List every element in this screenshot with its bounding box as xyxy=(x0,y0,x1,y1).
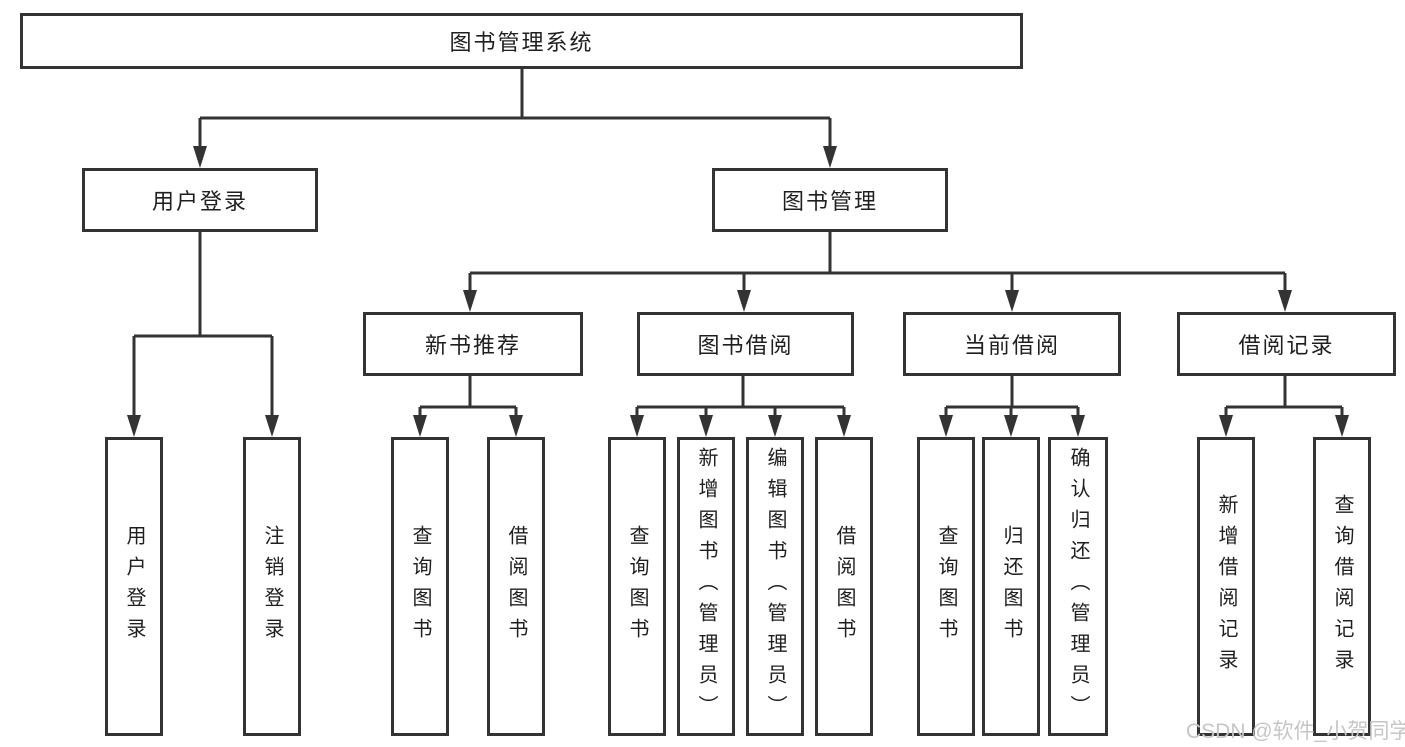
node-user-login: 用户登录 xyxy=(82,168,318,232)
leaf-return-books: 归还图书 xyxy=(982,437,1040,736)
leaf-query-books-current: 查询图书 xyxy=(917,437,975,736)
leaf-label: 编辑图书（管理员） xyxy=(764,447,786,726)
arrowhead xyxy=(1278,290,1292,312)
csdn-watermark: CSDN @软件_小贺同学 xyxy=(1186,720,1405,743)
arrowhead xyxy=(823,146,837,168)
leaf-label: 借阅图书 xyxy=(833,524,855,649)
node-label: 借阅记录 xyxy=(1238,333,1335,358)
node-library-management-system: 图书管理系统 xyxy=(20,13,1023,69)
arrowhead xyxy=(413,415,427,437)
leaf-label: 归还图书 xyxy=(1000,524,1022,649)
node-label: 新书推荐 xyxy=(424,333,521,358)
leaf-confirm-return-admin: 确认归还（管理员） xyxy=(1048,437,1108,736)
connector-root xyxy=(193,69,837,168)
connector-book-management xyxy=(463,232,1292,312)
leaf-label: 查询图书 xyxy=(935,524,957,649)
leaf-borrow-books-recommend: 借阅图书 xyxy=(487,437,545,736)
leaf-label: 新增图书（管理员） xyxy=(695,447,717,726)
arrowhead xyxy=(837,415,851,437)
arrowhead xyxy=(939,415,953,437)
node-book-management: 图书管理 xyxy=(712,168,948,232)
node-label: 当前借阅 xyxy=(963,333,1060,358)
leaf-label: 查询借阅记录 xyxy=(1331,493,1353,680)
connector-book-borrow xyxy=(630,376,851,437)
leaf-user-login: 用户登录 xyxy=(105,437,163,736)
arrowhead xyxy=(630,415,644,437)
connector-current-borrow xyxy=(939,376,1085,437)
leaf-add-books-admin: 新增图书（管理员） xyxy=(677,437,735,736)
arrowhead xyxy=(265,415,279,437)
connector-new-book-recommend xyxy=(413,376,523,437)
leaf-label: 借阅图书 xyxy=(505,524,527,649)
node-current-borrow: 当前借阅 xyxy=(903,312,1121,376)
connector-borrow-records xyxy=(1219,376,1349,437)
arrowhead xyxy=(768,415,782,437)
arrowhead xyxy=(699,415,713,437)
leaf-label: 查询图书 xyxy=(409,524,431,649)
leaf-borrow-books: 借阅图书 xyxy=(815,437,873,736)
node-label: 用户登录 xyxy=(151,189,248,214)
node-borrow-records: 借阅记录 xyxy=(1177,312,1396,376)
arrowhead xyxy=(509,415,523,437)
leaf-query-borrow-record: 查询借阅记录 xyxy=(1313,437,1371,736)
arrowhead xyxy=(1004,415,1018,437)
leaf-label: 确认归还（管理员） xyxy=(1067,447,1089,726)
arrowhead xyxy=(127,415,141,437)
connector-user-login xyxy=(127,232,279,437)
arrowhead xyxy=(1071,415,1085,437)
leaf-edit-books-admin: 编辑图书（管理员） xyxy=(746,437,804,736)
leaf-label: 用户登录 xyxy=(123,524,145,649)
node-label: 图书管理 xyxy=(781,189,878,214)
node-new-book-recommend: 新书推荐 xyxy=(363,312,583,376)
arrowhead xyxy=(1005,290,1019,312)
arrowhead xyxy=(737,290,751,312)
arrowhead xyxy=(1335,415,1349,437)
leaf-query-books-recommend: 查询图书 xyxy=(391,437,449,736)
arrowhead xyxy=(1219,415,1233,437)
arrowhead xyxy=(463,290,477,312)
leaf-query-books-borrow: 查询图书 xyxy=(608,437,666,736)
leaf-label: 注销登录 xyxy=(261,524,283,649)
arrowhead xyxy=(193,146,207,168)
leaf-label: 新增借阅记录 xyxy=(1215,493,1237,680)
node-label: 图书管理系统 xyxy=(449,30,594,55)
node-book-borrow: 图书借阅 xyxy=(637,312,854,376)
leaf-logout: 注销登录 xyxy=(243,437,301,736)
node-label: 图书借阅 xyxy=(697,333,794,358)
leaf-label: 查询图书 xyxy=(626,524,648,649)
leaf-add-borrow-record: 新增借阅记录 xyxy=(1197,437,1255,736)
